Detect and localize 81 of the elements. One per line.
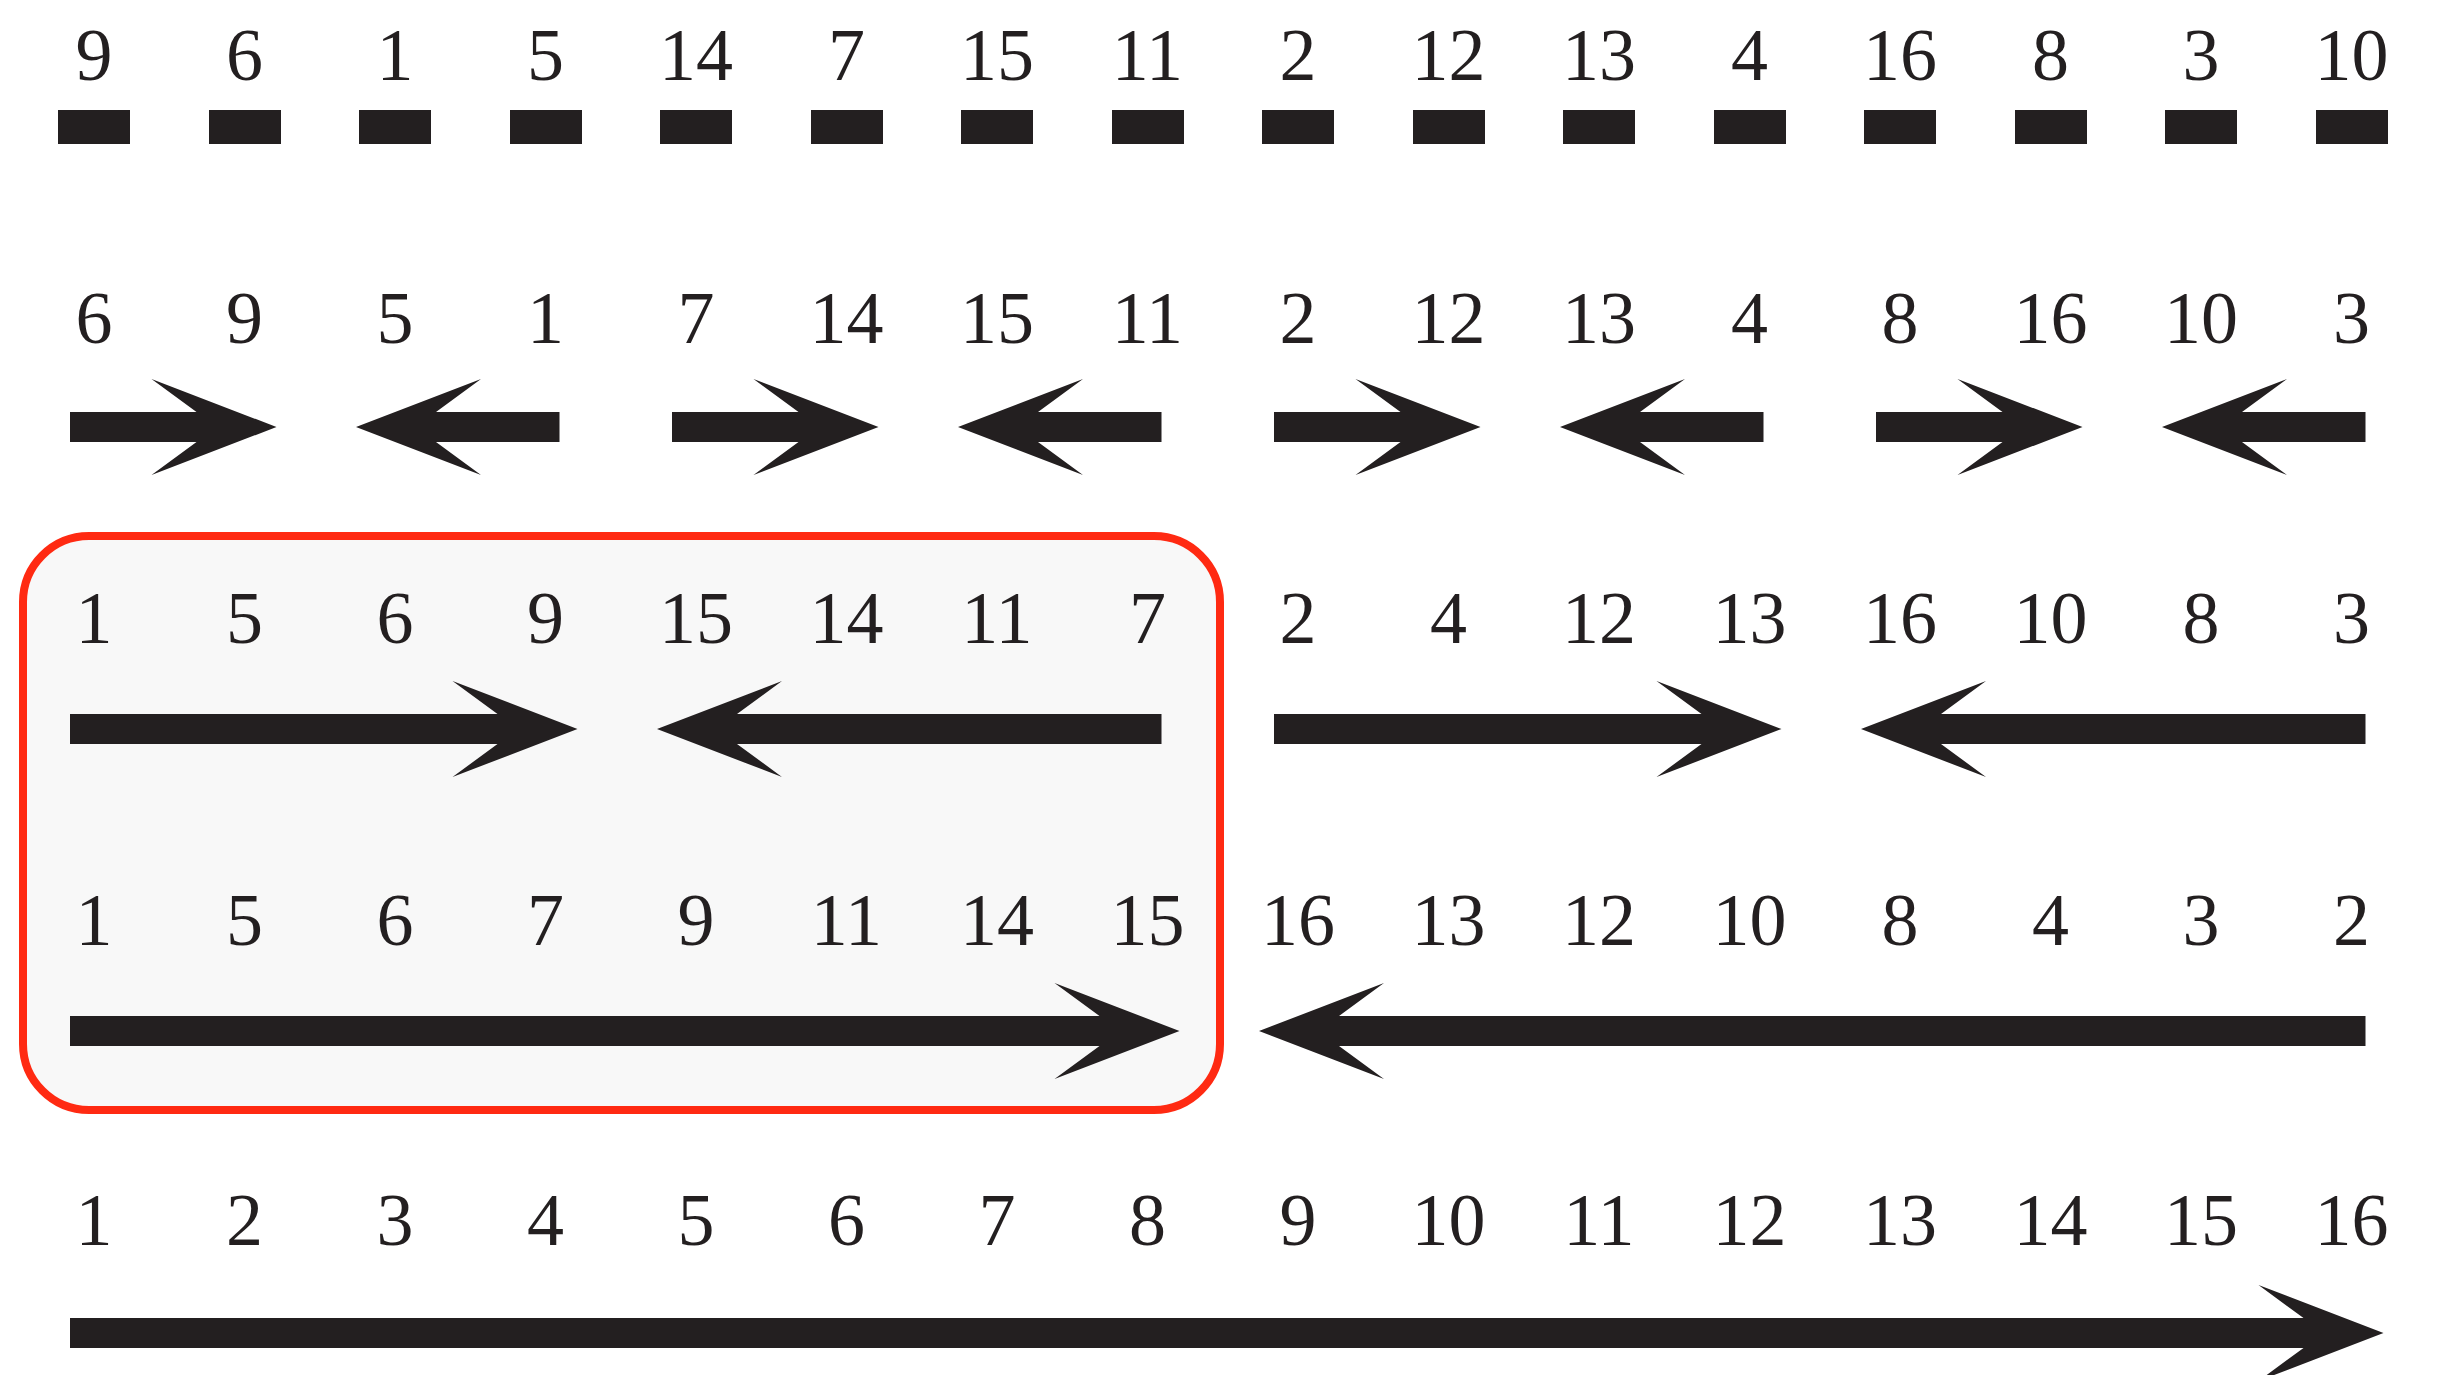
number-label: 4 <box>527 1183 564 1257</box>
number-label: 4 <box>2032 883 2069 957</box>
number-label: 10 <box>1712 883 1787 957</box>
number-label: 15 <box>659 581 733 655</box>
number-label: 10 <box>2164 281 2238 355</box>
number-label: 16 <box>1863 18 1937 92</box>
number-label: 3 <box>376 1183 414 1257</box>
number-label: 2 <box>1279 18 1317 92</box>
number-label: 12 <box>1562 581 1636 655</box>
number-label: 10 <box>2013 581 2088 655</box>
number-label: 9 <box>75 18 113 92</box>
number-label: 6 <box>376 581 414 655</box>
number-label: 7 <box>1129 581 1166 655</box>
number-label: 1 <box>75 1183 113 1257</box>
number-label: 12 <box>1411 18 1486 92</box>
number-label: 12 <box>1712 1183 1787 1257</box>
number-label: 3 <box>2182 18 2220 92</box>
number-label: 16 <box>1261 883 1335 957</box>
number-label: 2 <box>2333 883 2370 957</box>
number-label: 7 <box>828 18 865 92</box>
number-label: 4 <box>1430 581 1467 655</box>
number-label: 2 <box>226 1183 263 1257</box>
number-label: 14 <box>2013 1183 2088 1257</box>
number-label: 4 <box>1731 281 1768 355</box>
number-label: 1 <box>376 18 414 92</box>
number-label: 15 <box>2164 1183 2238 1257</box>
number-label: 6 <box>828 1183 865 1257</box>
number-label: 1 <box>527 281 564 355</box>
number-label: 9 <box>527 581 564 655</box>
number-label: 15 <box>1110 883 1185 957</box>
number-label: 13 <box>1562 281 1636 355</box>
number-label: 6 <box>376 883 414 957</box>
number-label: 14 <box>960 883 1034 957</box>
number-label: 5 <box>226 581 263 655</box>
number-label: 1 <box>75 581 113 655</box>
number-label: 11 <box>810 883 883 957</box>
number-label: 13 <box>1562 18 1636 92</box>
number-label: 13 <box>1712 581 1787 655</box>
number-label: 9 <box>226 281 263 355</box>
number-label: 1 <box>75 883 113 957</box>
number-label: 8 <box>1129 1183 1166 1257</box>
number-label: 13 <box>1411 883 1486 957</box>
number-label: 8 <box>1881 883 1919 957</box>
number-label: 6 <box>226 18 263 92</box>
number-label: 16 <box>2013 281 2088 355</box>
number-label: 10 <box>1411 1183 1486 1257</box>
number-label: 11 <box>1563 1183 1635 1257</box>
number-label: 16 <box>2314 1183 2389 1257</box>
number-label: 5 <box>677 1183 715 1257</box>
number-label: 14 <box>809 281 884 355</box>
number-label: 15 <box>960 18 1034 92</box>
number-label: 6 <box>75 281 113 355</box>
number-label: 9 <box>1279 1183 1317 1257</box>
number-label: 5 <box>226 883 263 957</box>
number-label: 7 <box>527 883 564 957</box>
number-label: 2 <box>1279 281 1317 355</box>
number-label: 7 <box>677 281 715 355</box>
number-label: 5 <box>376 281 414 355</box>
number-label: 15 <box>960 281 1034 355</box>
number-label: 3 <box>2333 581 2370 655</box>
number-label: 7 <box>978 1183 1016 1257</box>
number-label: 3 <box>2182 883 2220 957</box>
number-label: 4 <box>1731 18 1768 92</box>
highlight-box <box>19 532 1224 1114</box>
number-label: 11 <box>1111 18 1184 92</box>
number-label: 16 <box>1863 581 1937 655</box>
number-label: 12 <box>1562 883 1636 957</box>
number-label: 8 <box>2032 18 2069 92</box>
number-label: 2 <box>1279 581 1317 655</box>
number-label: 5 <box>527 18 564 92</box>
number-label: 12 <box>1411 281 1486 355</box>
number-label: 11 <box>1111 281 1184 355</box>
number-label: 3 <box>2333 281 2370 355</box>
number-label: 8 <box>2182 581 2220 655</box>
number-label: 11 <box>961 581 1033 655</box>
number-label: 8 <box>1881 281 1919 355</box>
number-label: 14 <box>659 18 733 92</box>
number-label: 13 <box>1863 1183 1937 1257</box>
number-label: 10 <box>2314 18 2389 92</box>
number-label: 9 <box>677 883 715 957</box>
number-label: 14 <box>809 581 884 655</box>
